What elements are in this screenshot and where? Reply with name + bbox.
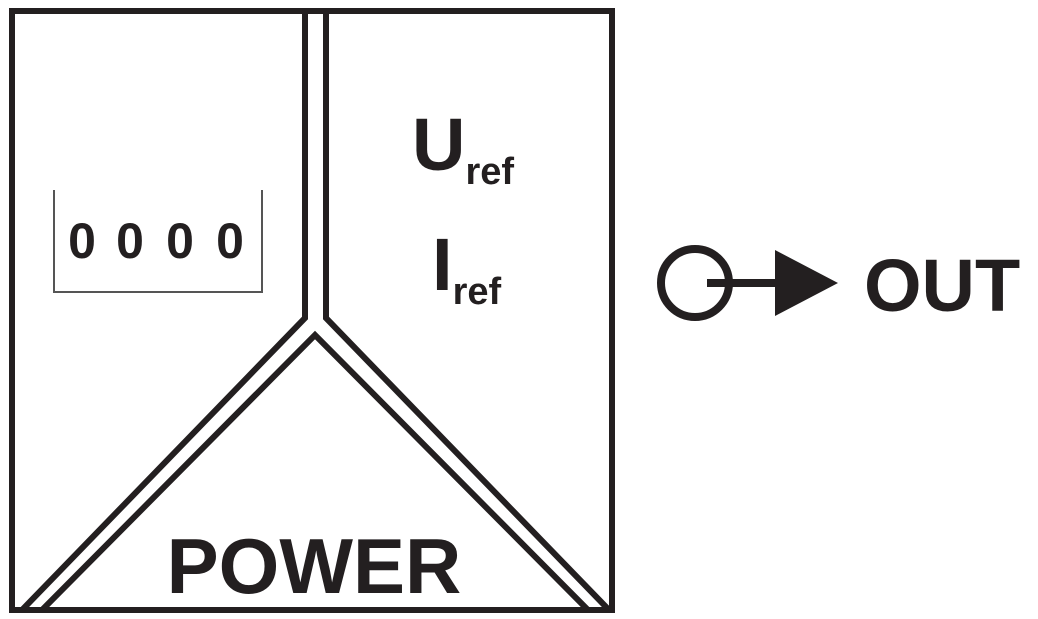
display-digit-2: 0 [116,213,144,269]
current-reference-label: Iref [432,223,501,313]
display-digit-1: 0 [68,213,96,269]
current-symbol: I [432,223,453,306]
display-digit-4: 0 [216,213,244,269]
current-subscript: ref [453,271,502,313]
partition-line-left [19,14,308,613]
power-section-roof [39,330,591,613]
display-digit-3: 0 [166,213,194,269]
voltage-symbol: U [412,103,465,186]
power-label: POWER [167,522,462,610]
output-label: OUT [864,244,1020,327]
voltage-reference-label: Uref [412,103,514,193]
display-bracket [53,190,263,293]
reference-labels: Uref Iref [412,103,514,313]
partition-lines [19,14,612,613]
partition-line-right [323,14,612,613]
voltage-subscript: ref [465,151,514,193]
device-outline [9,8,615,613]
output-arrow-head [775,250,838,316]
digital-display: 0 0 0 0 [53,190,263,293]
output-jack-arrow-icon [657,245,838,321]
